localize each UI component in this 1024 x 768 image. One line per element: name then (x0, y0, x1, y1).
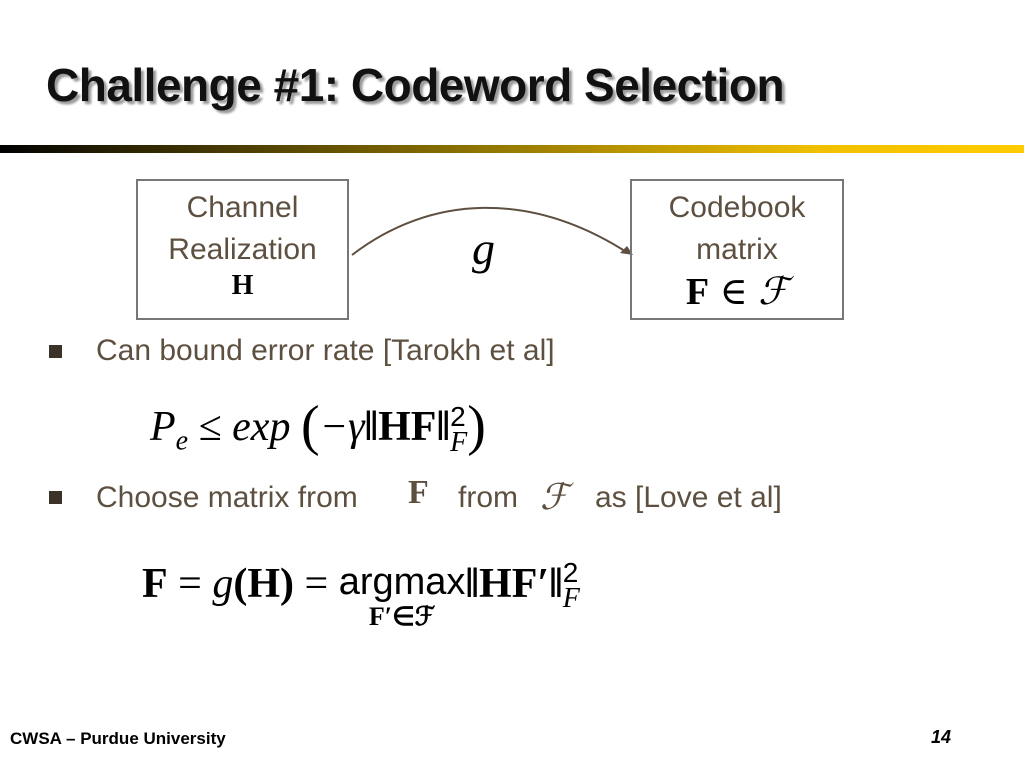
element-of-symbol: ∈ (719, 269, 748, 313)
bullet-text-part3: as [Love et al] (595, 481, 782, 514)
eq2-equals-2: = (304, 561, 329, 607)
bullet-text: Can bound error rate [Tarokh et al] (96, 334, 555, 367)
eq1-norm: ‖HF‖ (364, 404, 451, 450)
eq2-sup: 2 (562, 557, 579, 588)
bullet-symbol-codebook: ℱ (540, 477, 569, 517)
eq1-sub-e: e (175, 425, 189, 457)
slide-title: Challenge #1: Codeword Selection (46, 59, 785, 111)
f-symbol: F (685, 271, 710, 313)
eq1-leq: ≤ (198, 404, 222, 450)
eq2-normsub: F (562, 583, 580, 614)
eq2-g: g (212, 561, 234, 607)
title-divider (0, 145, 1024, 153)
eq2-f: F (142, 561, 168, 607)
h-symbol: H (231, 270, 254, 301)
mapping-arrow (351, 206, 633, 256)
bullet-symbol-f: F (408, 474, 429, 511)
eq1-exp: exp (232, 404, 291, 450)
eq2-under: F′∈ℱ (368, 602, 436, 631)
eq1-gamma: −γ (319, 404, 365, 450)
codebook-set-symbol: ℱ (758, 271, 789, 313)
bullet-text-part2: from (458, 481, 518, 514)
eq1-p: P (150, 404, 176, 450)
channel-label: Channel (186, 191, 299, 224)
f-in-codebook: F ∈ ℱ (632, 271, 842, 312)
eq2-arg: (H) (233, 561, 294, 607)
bullet-text-part1: Choose matrix from (96, 481, 358, 514)
footer-affiliation: CWSA – Purdue University (10, 729, 226, 748)
channel-realization-box: Channel Realization H (136, 179, 349, 320)
eq2-equals: = (178, 561, 202, 607)
codebook-matrix-box: Codebook matrix F ∈ ℱ (630, 179, 844, 320)
eq2-argmax: argmax (338, 561, 466, 603)
realization-label: Realization (168, 233, 317, 266)
bullet-marker (49, 491, 62, 504)
bullet-marker (49, 345, 62, 358)
eq1-sup: 2 (450, 401, 466, 433)
page-number: 14 (931, 727, 952, 747)
matrix-label: matrix (696, 233, 778, 266)
mapping-function-label: g (472, 223, 495, 274)
codebook-label: Codebook (668, 191, 806, 224)
eq1-normsub: F (450, 427, 468, 459)
eq2-norm: ‖HF′‖ (465, 561, 563, 607)
